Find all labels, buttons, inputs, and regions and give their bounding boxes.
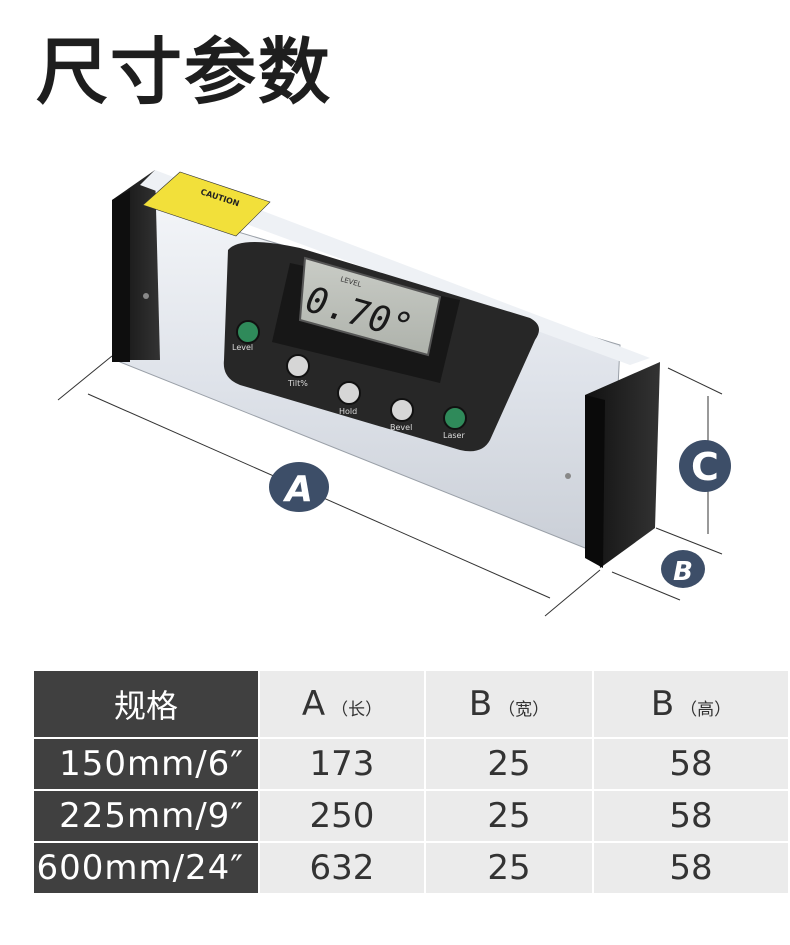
caution-label: CAUTION (142, 171, 271, 237)
header-spec: 规格 (34, 671, 258, 737)
bevel-button[interactable] (390, 398, 414, 422)
tilt-button[interactable] (286, 354, 310, 378)
table-row: 225mm/9″ 250 25 58 (34, 789, 788, 841)
control-panel: LEVEL 0.70° Level Tilt% Hold Bevel Laser (223, 241, 540, 452)
svg-text:C: C (691, 445, 719, 489)
svg-text:B: B (673, 557, 693, 587)
header-b-height: B（高） (592, 671, 788, 737)
dimension-marker-c: C (679, 440, 731, 492)
svg-text:Level: Level (232, 343, 253, 352)
svg-text:Laser: Laser (443, 431, 465, 440)
header-b-width: B（宽） (424, 671, 592, 737)
svg-text:Tilt%: Tilt% (287, 379, 308, 388)
product-dimension-diagram: CAUTION LEVEL 0.70° Level Tilt% Hold Bev… (57, 170, 731, 617)
spec-table: 规格 A（长） B（宽） B（高） 150mm/6″ 173 25 58 225… (34, 671, 788, 893)
level-power-button[interactable] (236, 320, 260, 344)
hold-button[interactable] (337, 381, 361, 405)
table-header-row: 规格 A（长） B（宽） B（高） (34, 671, 788, 737)
laser-button[interactable] (443, 406, 467, 430)
header-a: A（长） (258, 671, 424, 737)
svg-text:Hold: Hold (339, 407, 357, 416)
dimension-marker-b: B (661, 550, 705, 588)
table-row: 600mm/24″ 632 25 58 (34, 841, 788, 893)
page-title: 尺寸参数 (36, 30, 333, 114)
svg-text:A: A (282, 469, 313, 510)
dimension-marker-a: A (269, 462, 329, 512)
svg-text:Bevel: Bevel (390, 423, 412, 432)
table-row: 150mm/6″ 173 25 58 (34, 737, 788, 789)
